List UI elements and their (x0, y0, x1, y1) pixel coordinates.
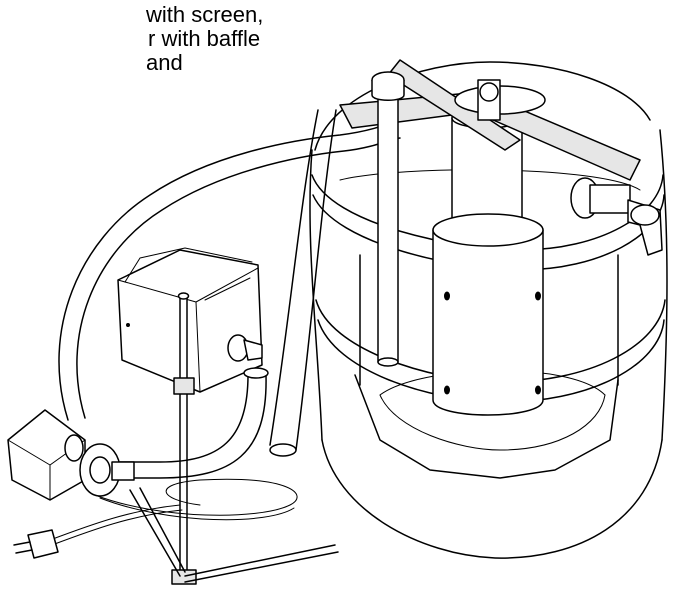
caption-line-2: r with baffle (148, 26, 261, 51)
caption-text-block: with screen, r with baffle and (0, 0, 300, 75)
pump (7, 409, 135, 501)
main-hose (58, 119, 401, 421)
standpipe (432, 107, 544, 416)
power-cord (13, 478, 298, 559)
pump-hose (119, 367, 269, 479)
drain-hose (269, 109, 337, 457)
inlet-pipe (371, 71, 405, 367)
caption-line-3: and (146, 50, 183, 75)
spigot (570, 177, 663, 256)
caption-line-1: with screen, (146, 2, 264, 27)
elbow-fitting (477, 79, 501, 121)
stand-rod (129, 292, 339, 585)
filter-box (117, 247, 263, 393)
